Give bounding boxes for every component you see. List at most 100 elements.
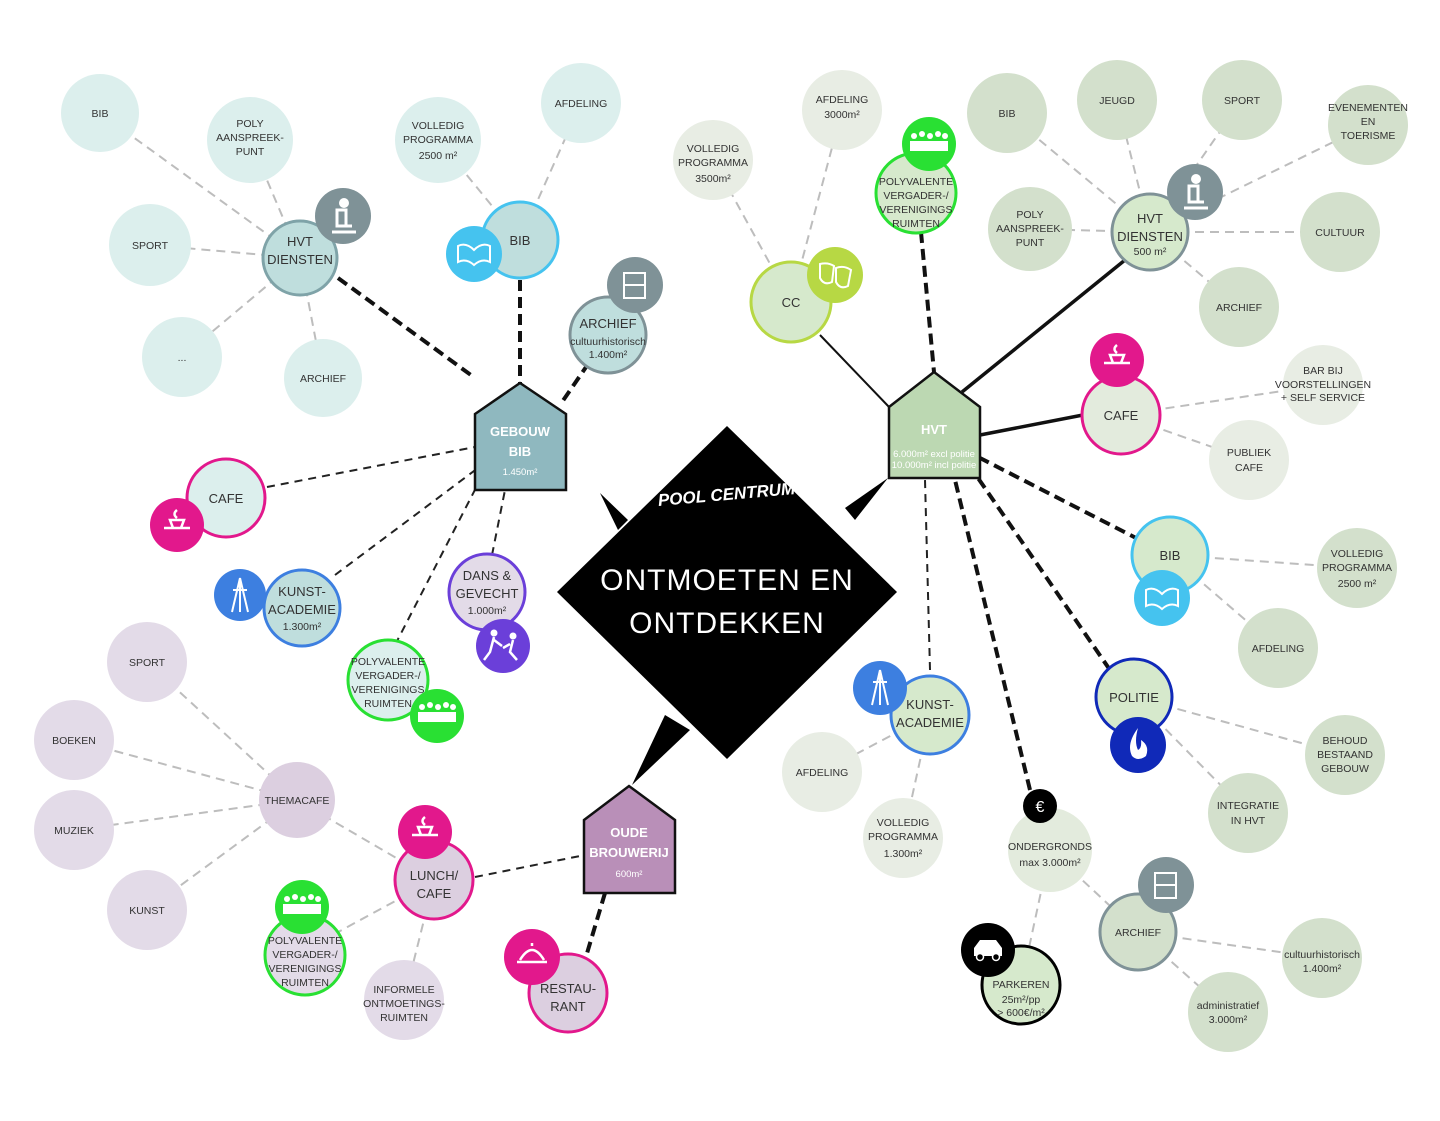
bottom-informele-line2: ONTMOETINGS- <box>363 998 445 1010</box>
right-bar-line1: BAR BIJ <box>1303 365 1343 377</box>
center-hub: POOL CENTRUM ONTMOETEN EN ONTDEKKEN <box>557 426 897 785</box>
house-gebouw-bib-line1: GEBOUW <box>490 424 551 439</box>
right-ondergronds-line2: max 3.000m² <box>1019 857 1081 869</box>
right-polyvalent-line4: RUIMTEN <box>892 218 940 230</box>
right-archief-node <box>1098 892 1178 972</box>
center-title-line1: ONTMOETEN EN <box>600 564 854 597</box>
right-kunst-node <box>889 674 971 756</box>
right-archief-label: ARCHIEF <box>1115 927 1161 939</box>
right-polyvalent-line3: VERENIGINGS <box>880 204 953 216</box>
bottom-polyvalent-line3: VERENIGINGS <box>269 963 342 975</box>
house-oude-brouwerij-line1: OUDE <box>610 825 648 840</box>
right-evenementen-line2: EN <box>1361 116 1376 128</box>
house-oude-brouwerij-line2: BROUWERIJ <box>589 845 668 860</box>
right-afdeling-k-label: AFDELING <box>796 767 849 779</box>
right-volledig-cc-line2: PROGRAMMA <box>678 157 748 169</box>
bottom-restaurant-line1: RESTAU- <box>540 981 596 996</box>
right-volledig-cc-line1: VOLLEDIG <box>687 143 740 155</box>
left-polyvalent-line2: VERGADER-/ <box>355 670 420 682</box>
right-politie-label: POLITIE <box>1109 690 1159 705</box>
house-gebouw-bib-area: 1.450m² <box>503 467 538 478</box>
right-poly-line3: PUNT <box>1016 237 1045 249</box>
right-volledig-bib-line1: VOLLEDIG <box>1331 548 1384 560</box>
house-hvt-line2: 6.000m² excl politie <box>893 449 975 460</box>
right-cultuurhist-line1: cultuurhistorisch <box>1284 949 1360 961</box>
right-cluster: VOLLEDIG PROGRAMMA 3500m² AFDELING 3000m… <box>673 60 1408 1052</box>
left-dots-label: ... <box>178 352 187 364</box>
meeting-group-icon <box>410 689 464 743</box>
right-poly-line1: POLY <box>1016 209 1043 221</box>
left-kunst-line3: 1.300m² <box>283 621 322 633</box>
right-kunst-line2: ACADEMIE <box>896 715 964 730</box>
right-parkeren-line1: PARKEREN <box>993 979 1050 991</box>
right-polyvalent-line1: POLYVALENTE <box>879 176 953 188</box>
bottom-informele-line1: INFORMELE <box>373 984 434 996</box>
right-volledig-k-line3: 1.300m² <box>884 848 923 860</box>
right-afdeling-cc-line1: AFDELING <box>816 94 869 106</box>
easel-icon <box>214 569 266 621</box>
left-volledig-line2: PROGRAMMA <box>403 134 473 146</box>
bottom-lunch-line2: CAFE <box>417 886 452 901</box>
bottom-polyvalent-line4: RUIMTEN <box>281 977 329 989</box>
right-sport-label: SPORT <box>1224 95 1261 107</box>
house-oude-brouwerij-area: 600m² <box>616 869 643 880</box>
right-behoud-line3: GEBOUW <box>1321 763 1369 775</box>
left-dans-line2: GEVECHT <box>456 586 519 601</box>
left-archief-line2: cultuurhistorisch <box>570 336 646 348</box>
bottom-muziek-label: MUZIEK <box>54 825 94 837</box>
right-administratief-line1: administratief <box>1197 1000 1260 1012</box>
right-cc-label: CC <box>782 295 801 310</box>
euro-symbol: € <box>1036 799 1045 816</box>
right-evenementen-line3: TOERISME <box>1341 130 1396 142</box>
right-jeugd-label: JEUGD <box>1099 95 1135 107</box>
left-volledig-line3: 2500 m² <box>419 150 458 162</box>
left-archief-label: ARCHIEF <box>300 373 346 385</box>
right-hvt-line2: DIENSTEN <box>1117 229 1183 244</box>
book-icon <box>1134 570 1190 626</box>
right-behoud-line2: BESTAAND <box>1317 749 1373 761</box>
euro-icon: € <box>1023 789 1057 823</box>
right-afdeling-cc-line2: 3000m² <box>824 109 860 121</box>
bottom-restaurant-line2: RANT <box>550 999 585 1014</box>
right-afdeling-bib-label: AFDELING <box>1252 643 1305 655</box>
right-volledig-cc-line3: 3500m² <box>695 173 731 185</box>
car-icon <box>961 923 1015 977</box>
dancers-icon <box>476 619 530 673</box>
coffee-tray-icon <box>1090 333 1144 387</box>
right-volledig-bib-line3: 2500 m² <box>1338 578 1377 590</box>
left-dans-line3: 1.000m² <box>468 605 507 617</box>
meeting-group-icon <box>275 880 329 934</box>
bottom-polyvalent-line1: POLYVALENTE <box>268 935 342 947</box>
right-administratief-line2: 3.000m² <box>1209 1014 1248 1026</box>
bottom-themacafe-label: THEMACAFE <box>265 795 330 807</box>
left-cafe-node <box>185 457 267 539</box>
bottom-boeken-label: BOEKEN <box>52 735 96 747</box>
house-hvt-line1: HVT <box>921 422 947 437</box>
filing-cabinet-icon <box>607 257 663 313</box>
desk-person-icon <box>315 188 371 244</box>
bottom-kunst-label: KUNST <box>129 905 165 917</box>
left-cluster: BIB POLY AANSPREEK- PUNT SPORT ... ARCHI… <box>61 63 663 743</box>
right-integratie-line1: INTEGRATIE <box>1217 800 1279 812</box>
house-gebouw-bib: GEBOUW BIB 1.450m² <box>473 381 568 492</box>
left-kunst-line2: ACADEMIE <box>268 602 336 617</box>
right-hvt-line3: 500 m² <box>1134 246 1167 258</box>
flame-icon <box>1110 717 1166 773</box>
right-bar-line3: + SELF SERVICE <box>1281 392 1365 404</box>
easel-icon <box>853 661 907 715</box>
right-volledig-bib-line2: PROGRAMMA <box>1322 562 1392 574</box>
right-cafe-label: CAFE <box>1104 408 1139 423</box>
left-kunst-line1: KUNST- <box>278 584 326 599</box>
right-cultuur-label: CULTUUR <box>1315 227 1365 239</box>
right-kunst-line1: KUNST- <box>906 697 954 712</box>
right-volledig-k-line2: PROGRAMMA <box>868 831 938 843</box>
right-bib-label: BIB <box>1160 548 1181 563</box>
center-diamond <box>557 426 897 759</box>
right-parkeren-line3: > 600€/m² <box>997 1007 1045 1019</box>
right-poly-line2: AANSPREEK- <box>996 223 1064 235</box>
left-bib-node-label: BIB <box>510 233 531 248</box>
bottom-polyvalent-line2: VERGADER-/ <box>272 949 337 961</box>
left-afdeling-label: AFDELING <box>555 98 608 110</box>
left-archief-line3: 1.400m² <box>589 349 628 361</box>
left-poly-line1: POLY <box>236 118 263 130</box>
